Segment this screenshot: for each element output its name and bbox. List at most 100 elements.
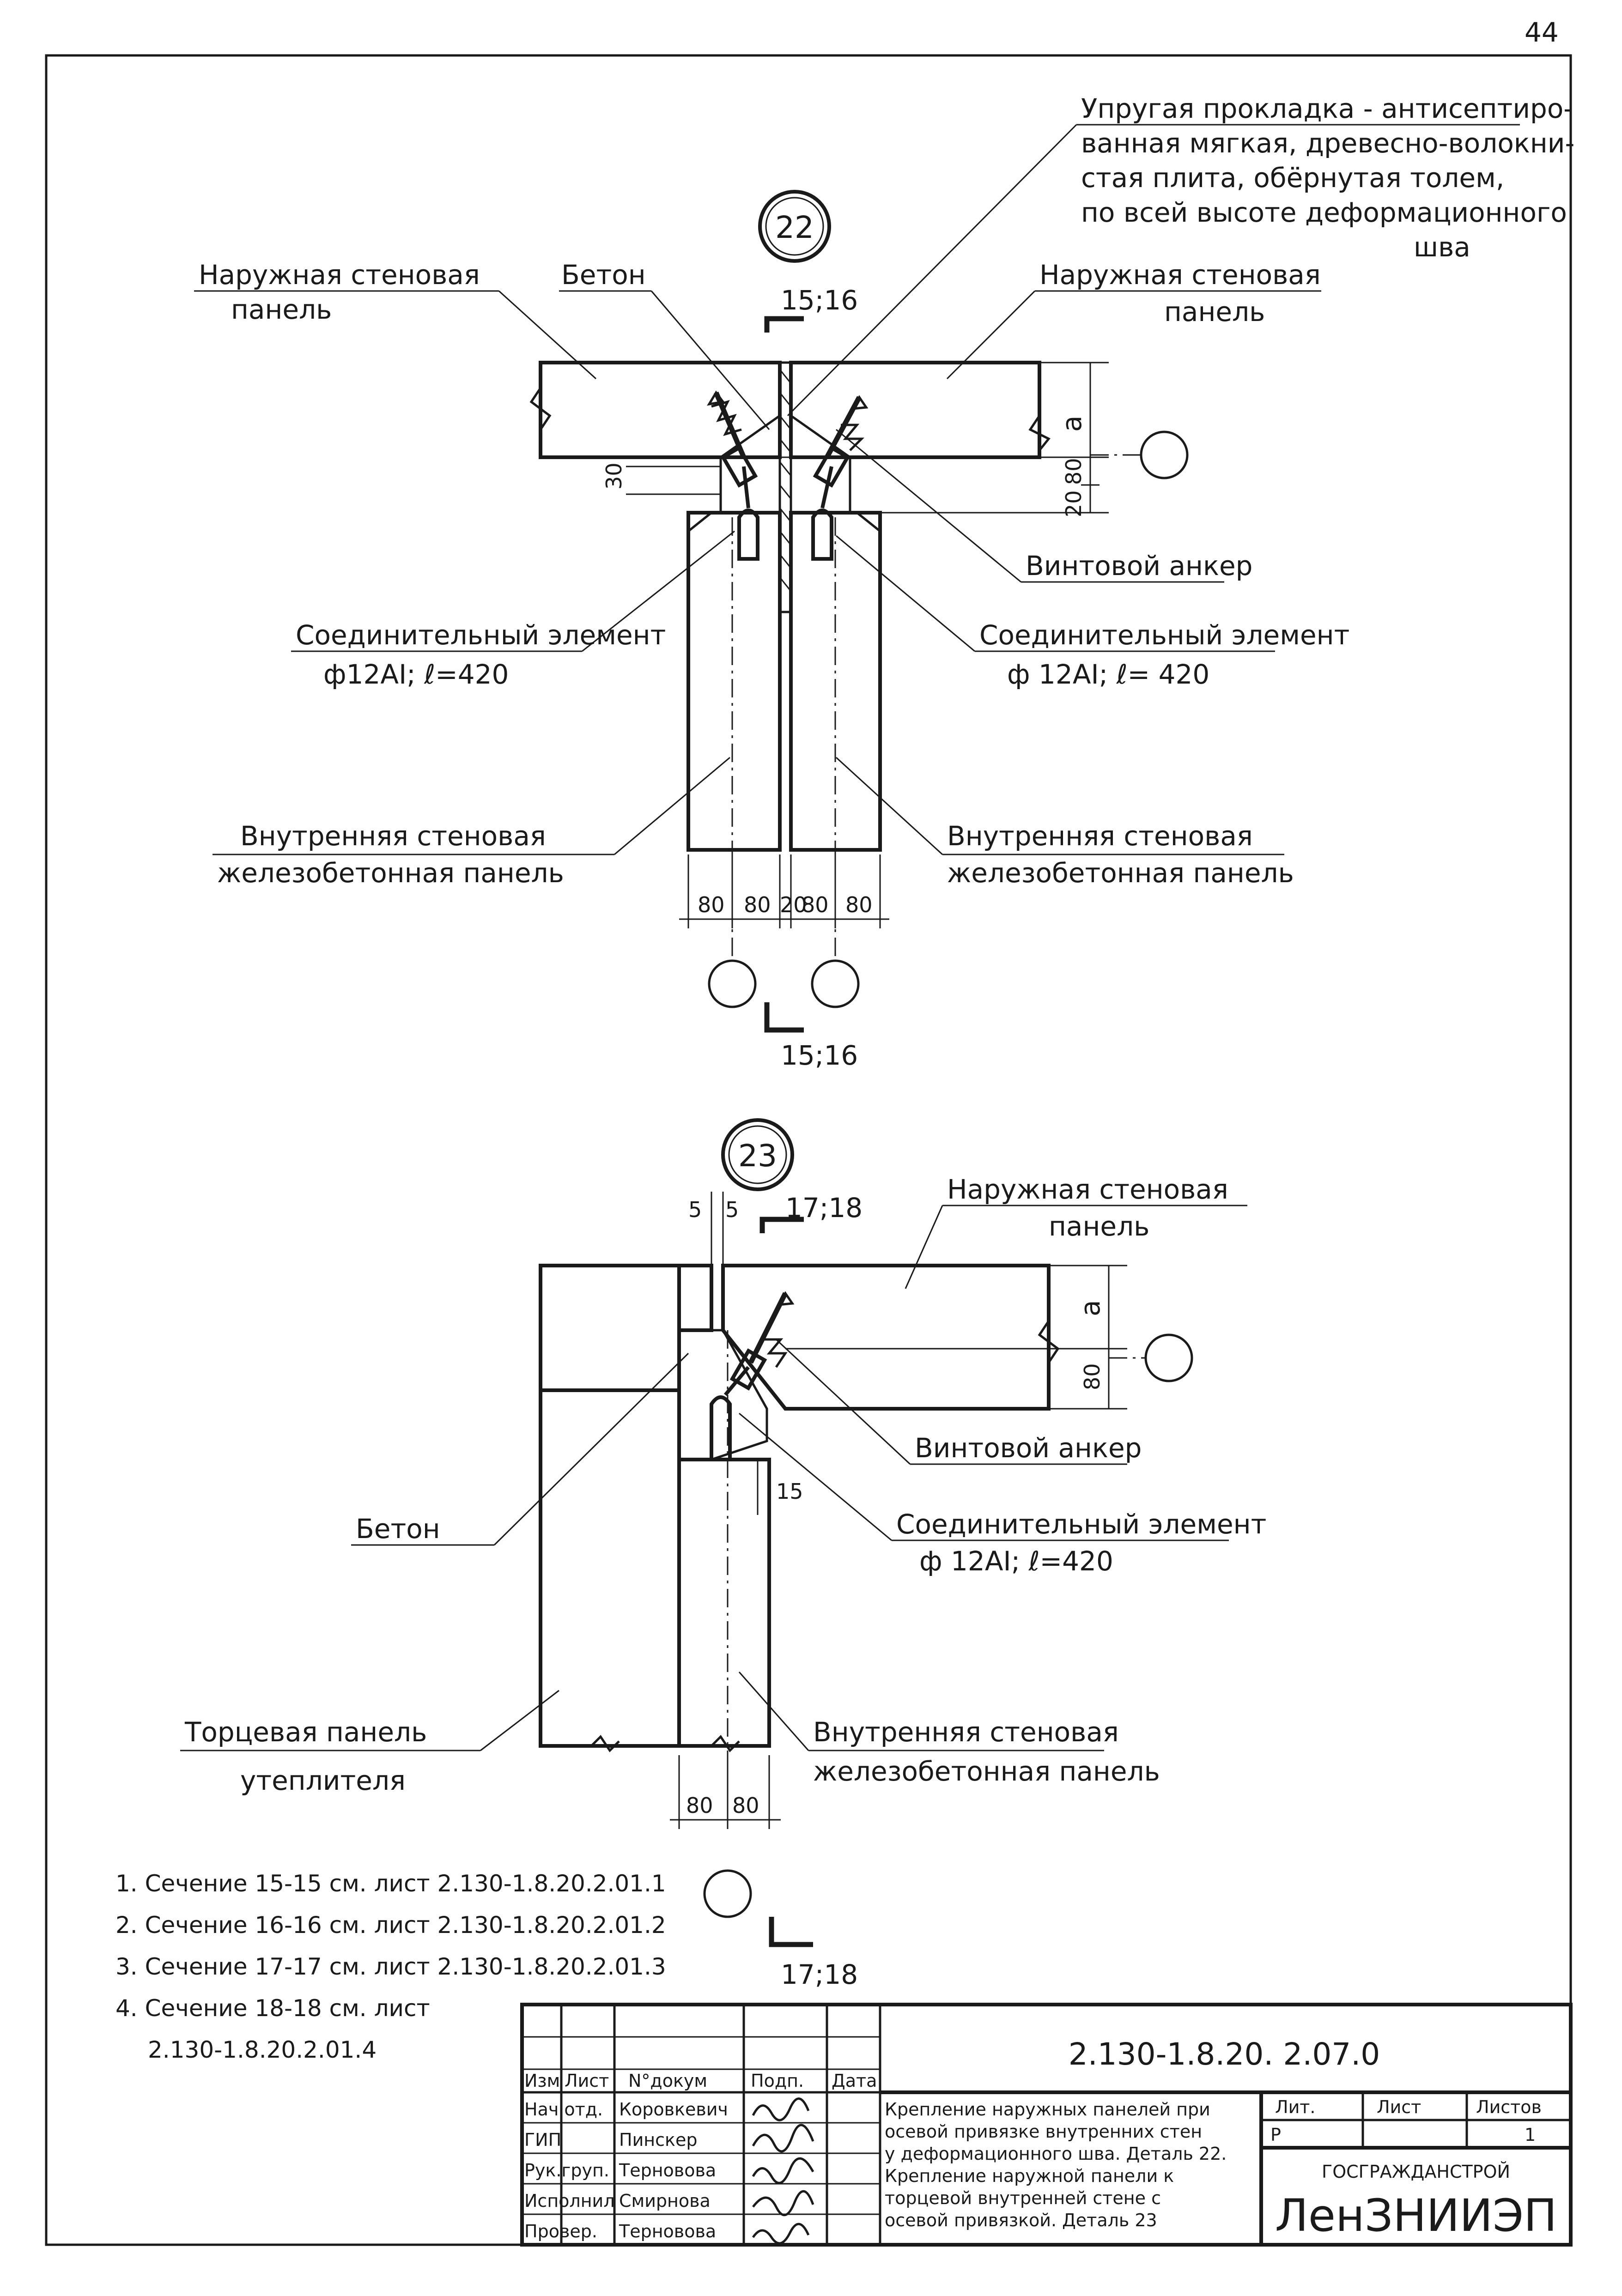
label-gasket-2: ванная мягкая, древесно-волокни- (1081, 127, 1574, 159)
detail-23-marker-inner (728, 1125, 787, 1184)
note-3: 3. Сечение 17-17 см. лист 2.130-1.8.20.2… (115, 1953, 666, 1980)
dim-20: 20 (1061, 490, 1086, 517)
detail-23-section-top-mark (759, 1217, 804, 1233)
end-panel-top (539, 1264, 713, 1392)
label-gasket-1: Упругая прокладка - антисептиро- (1081, 93, 1573, 124)
axis-bubble-left-bottom (708, 959, 757, 1008)
tb-sheets-total: 1 (1525, 2125, 1536, 2145)
dim-15: 15 (776, 1479, 803, 1504)
label-inner-panel-23-2: железобетонная панель (813, 1756, 1160, 1787)
label-outer-panel-left-2: панель (231, 294, 332, 325)
tb-sheets-header: Листов (1476, 2097, 1542, 2117)
detail-23-section-bottom: 17;18 (781, 1959, 858, 1990)
label-connector-23-1: Соединительный элемент (896, 1508, 1266, 1540)
signatures (752, 2097, 814, 2245)
tb-stage: Р (1270, 2125, 1281, 2145)
tb-role-3: Рук.груп. (524, 2160, 609, 2181)
axis-bubble-23-bottom (703, 1869, 752, 1918)
detail-22-marker: 22 (775, 210, 814, 245)
dim-bottom-4: 80 (802, 892, 829, 917)
tb-role-5: Провер. (524, 2221, 597, 2241)
tb-header-docnum: N°докум (628, 2071, 707, 2091)
inner-panel-23 (677, 1458, 771, 1748)
drawing-code: 2.130-1.8.20. 2.07.0 (1069, 2036, 1380, 2072)
detail-23-marker: 23 (738, 1138, 777, 1174)
label-concrete-23: Бетон (356, 1513, 440, 1545)
tb-name-5: Терновова (619, 2221, 716, 2241)
screw-anchor-23-icon (748, 1291, 795, 1368)
detail-23-section-bottom-mark (769, 1917, 813, 1947)
inner-panel-left (686, 511, 782, 852)
label-inner-panel-left-1: Внутренняя стеновая (240, 820, 546, 852)
connector-loop-right (811, 509, 833, 561)
label-connector-23-2: ф 12АI; ℓ=420 (919, 1545, 1113, 1577)
tb-desc-3: у деформационного шва. Деталь 22. (885, 2144, 1227, 2164)
tb-header-change: Изм (524, 2071, 560, 2091)
label-connector-left-1: Соединительный элемент (296, 619, 666, 651)
label-outer-panel-23-2: панель (1049, 1211, 1149, 1242)
tb-role-1: Нач.отд. (524, 2099, 603, 2120)
screw-anchor-left-icon (707, 390, 747, 459)
label-connector-right-1: Соединительный элемент (979, 619, 1349, 651)
break-line-right (1028, 415, 1051, 451)
label-end-panel-2: утеплителя (240, 1765, 406, 1796)
connector-loop-left (737, 509, 759, 561)
dim-a: a (1056, 415, 1087, 432)
label-outer-panel-right-1: Наружная стеновая (1039, 259, 1321, 291)
axis-bubble-23-right (1144, 1333, 1193, 1382)
outer-panel-left (539, 361, 782, 459)
axis-bubble-right (1140, 430, 1189, 479)
dim-80: 80 (1061, 458, 1086, 485)
label-end-panel-1: Торцевая панель (184, 1716, 427, 1748)
label-outer-panel-right-2: панель (1164, 296, 1265, 327)
label-gasket-5: шва (1414, 231, 1470, 263)
tb-header-sheet: Лист (565, 2071, 609, 2091)
detail-23-section-top: 17;18 (785, 1192, 863, 1224)
dim-30: 30 (601, 462, 626, 490)
tb-role-2: ГИП (524, 2130, 561, 2150)
dim-bottom-1: 80 (698, 892, 725, 917)
dim-bottom-2: 80 (744, 892, 771, 917)
tb-desc-5: торцевой внутренней стене с (885, 2188, 1161, 2208)
tb-header-sign: Подп. (751, 2071, 804, 2091)
tb-name-3: Терновова (619, 2160, 716, 2181)
dim-bottom-5: 80 (845, 892, 873, 917)
axis-bubble-right-bottom (811, 959, 860, 1008)
note-2: 2. Сечение 16-16 см. лист 2.130-1.8.20.2… (115, 1912, 666, 1939)
anchor-plate-left (720, 445, 758, 488)
tb-sheet-header: Лист (1377, 2097, 1421, 2117)
detail-23-marker-circle (721, 1118, 794, 1191)
connector-loop-23 (710, 1395, 732, 1461)
label-inner-panel-right-1: Внутренняя стеновая (947, 820, 1253, 852)
tb-role-4: Исполнил (524, 2191, 615, 2211)
tb-name-1: Коровкевич (619, 2099, 728, 2120)
note-1: 1. Сечение 15-15 см. лист 2.130-1.8.20.2… (115, 1870, 666, 1897)
tb-desc-1: Крепление наружных панелей при (885, 2099, 1210, 2120)
label-connector-right-2: ф 12АI; ℓ= 420 (1007, 659, 1209, 690)
label-gasket-3: стая плита, обёрнутая толем, (1081, 162, 1504, 194)
notes: 1. Сечение 15-15 см. лист 2.130-1.8.20.2… (115, 1870, 666, 2063)
label-concrete-22: Бетон (561, 259, 646, 291)
label-screw-anchor-22: Винтовой анкер (1026, 550, 1252, 582)
label-screw-anchor-23: Винтовой анкер (915, 1432, 1142, 1464)
dim-5b: 5 (725, 1197, 739, 1222)
tb-desc-4: Крепление наружной панели к (885, 2166, 1174, 2186)
concrete-pocket-23 (678, 1329, 768, 1461)
tb-org-main: ЛенЗНИИЭП (1275, 2190, 1557, 2241)
label-gasket-4: по всей высоте деформационного (1081, 197, 1567, 228)
detail-23: 23 17;18 5 5 a 8 (180, 1118, 1266, 1990)
anchor-plate-right (813, 445, 850, 488)
tb-desc-6: осевой привязкой. Деталь 23 (885, 2210, 1157, 2230)
page-number: 44 (1525, 17, 1559, 48)
note-5: 2.130-1.8.20.2.01.4 (148, 2036, 377, 2063)
outer-panel-23 (721, 1264, 1051, 1411)
dim-a-23: a (1075, 1300, 1106, 1316)
dim-23-bottom-2: 80 (732, 1793, 759, 1818)
break-line-left (529, 387, 552, 430)
dim-bottom-3: 20 (780, 892, 807, 917)
detail-22-section-top-mark (764, 316, 804, 333)
detail-22-marker-inner (765, 197, 824, 256)
dim-5a: 5 (688, 1197, 702, 1222)
